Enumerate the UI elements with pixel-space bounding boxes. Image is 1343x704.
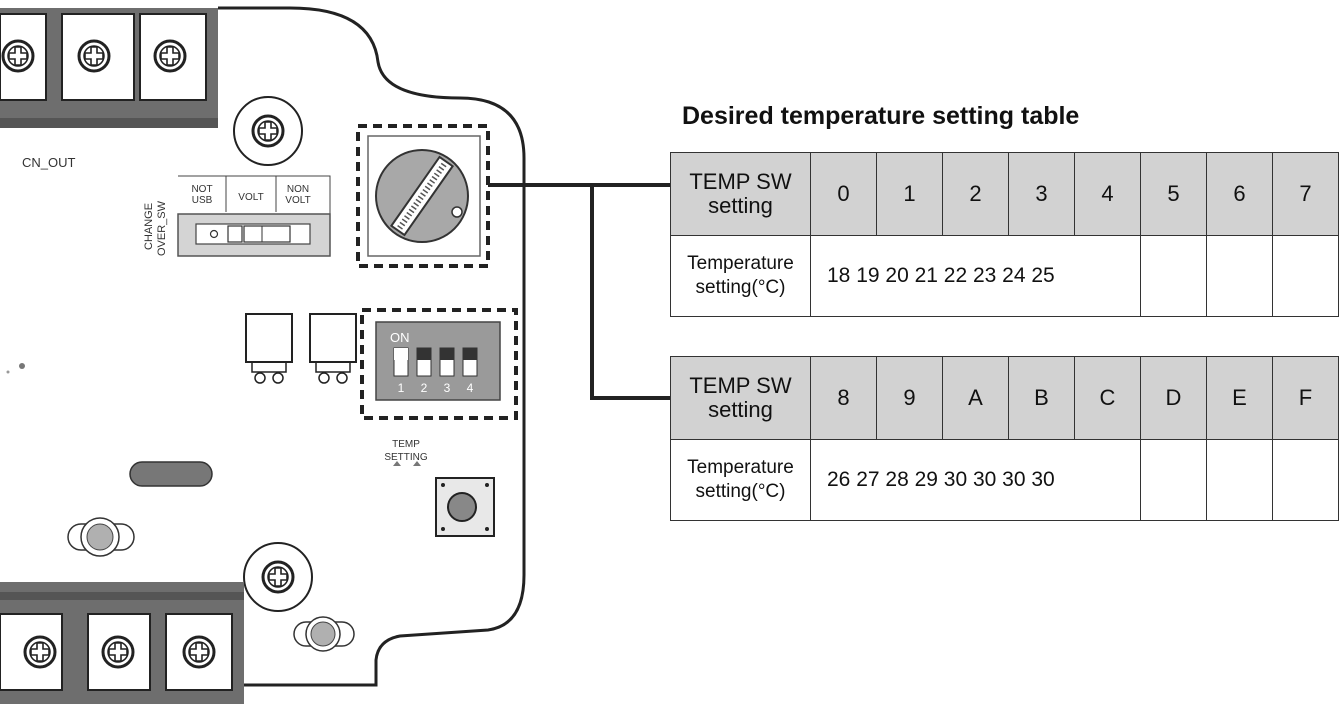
- empty-cell: [1272, 235, 1339, 317]
- connector-line: [590, 185, 670, 400]
- row-label-line: setting(°C): [695, 277, 786, 298]
- setting-cell: D: [1140, 356, 1207, 440]
- table-title: Desired temperature setting table: [682, 102, 1080, 130]
- empty-cell: [1206, 439, 1273, 521]
- setting-cell: C: [1074, 356, 1141, 440]
- header-label-line: setting: [708, 397, 773, 422]
- temp-setting-label: SETTING: [384, 452, 428, 463]
- changeover-label: CHANGE: [143, 203, 155, 250]
- setting-cell: E: [1206, 356, 1273, 440]
- dip-on-label: ON: [390, 330, 410, 345]
- changeover-switch: CHANGE OVER_SW NOT USB VOLT NON VOLT: [143, 175, 331, 257]
- standoff: [67, 517, 135, 557]
- setting-cell: 8: [810, 356, 877, 440]
- terminal-screw-icon: [23, 635, 57, 669]
- empty-cell: [1206, 235, 1273, 317]
- dip-number: 1: [398, 381, 405, 395]
- row-label-line: Temperature: [687, 253, 794, 275]
- dip-number: 3: [444, 381, 451, 395]
- terminal-screw-icon: [153, 39, 187, 73]
- opt-non-volt: NON: [287, 184, 309, 195]
- dip-number: 2: [421, 381, 428, 395]
- dip-number: 4: [467, 381, 474, 395]
- opt-not-usb: USB: [192, 195, 213, 206]
- terminal-screw-icon: [182, 635, 216, 669]
- board-dot: [6, 370, 10, 374]
- empty-cell: [1140, 439, 1207, 521]
- changeover-label: OVER_SW: [156, 200, 168, 256]
- terminal-screw-icon: [101, 635, 135, 669]
- empty-cell: [1140, 235, 1207, 317]
- setting-cell: 4: [1074, 152, 1141, 236]
- setting-cell: 0: [810, 152, 877, 236]
- temperature-values: 18 19 20 21 22 23 24 25: [810, 235, 1141, 317]
- temp-setting-label: TEMP: [392, 439, 420, 450]
- board-outline: [218, 6, 526, 687]
- pcb-board-diagram: CN_OUT CHANGE OVER_SW NOT USB VOLT NON V…: [0, 6, 670, 704]
- board-dot: [19, 363, 25, 369]
- empty-cell: [1272, 439, 1339, 521]
- setting-cell: 2: [942, 152, 1009, 236]
- setting-cell: 1: [876, 152, 943, 236]
- opt-non-volt: VOLT: [285, 195, 310, 206]
- temp-setting-button: [435, 477, 495, 537]
- terminal-screw-icon: [77, 39, 111, 73]
- setting-cell: B: [1008, 356, 1075, 440]
- led-component: [309, 313, 357, 384]
- mount-screw-icon: [261, 560, 295, 594]
- arrow-marks: [393, 461, 421, 466]
- top-terminal-block: [0, 8, 218, 128]
- header-label-line: TEMP SW: [689, 372, 792, 398]
- setting-cell: 3: [1008, 152, 1075, 236]
- mount-screw-icon: [251, 114, 285, 148]
- dip-switch: ON 1 2 3 4: [375, 321, 501, 401]
- terminal-screw-icon: [1, 39, 35, 73]
- setting-cell: 5: [1140, 152, 1207, 236]
- rotary-switch-highlight: [356, 124, 490, 268]
- rotary-switch: [367, 135, 481, 257]
- temperature-values: 26 27 28 29 30 30 30 30: [810, 439, 1141, 521]
- header-label-line: TEMP SW: [689, 168, 792, 194]
- setting-cell: 6: [1206, 152, 1273, 236]
- opt-not-usb: NOT: [191, 184, 212, 195]
- dip-switch-highlight: [360, 308, 518, 420]
- led-component: [245, 313, 293, 384]
- setting-cell: A: [942, 356, 1009, 440]
- setting-cell: 9: [876, 356, 943, 440]
- setting-cell: F: [1272, 356, 1339, 440]
- cn-out-label: CN_OUT: [22, 155, 76, 170]
- row-label-line: Temperature: [687, 457, 794, 479]
- setting-cell: 7: [1272, 152, 1339, 236]
- row-label-line: setting(°C): [695, 481, 786, 502]
- slot-capsule: [129, 461, 213, 487]
- header-label-line: setting: [708, 193, 773, 218]
- standoff: [293, 616, 355, 652]
- opt-volt: VOLT: [238, 192, 263, 203]
